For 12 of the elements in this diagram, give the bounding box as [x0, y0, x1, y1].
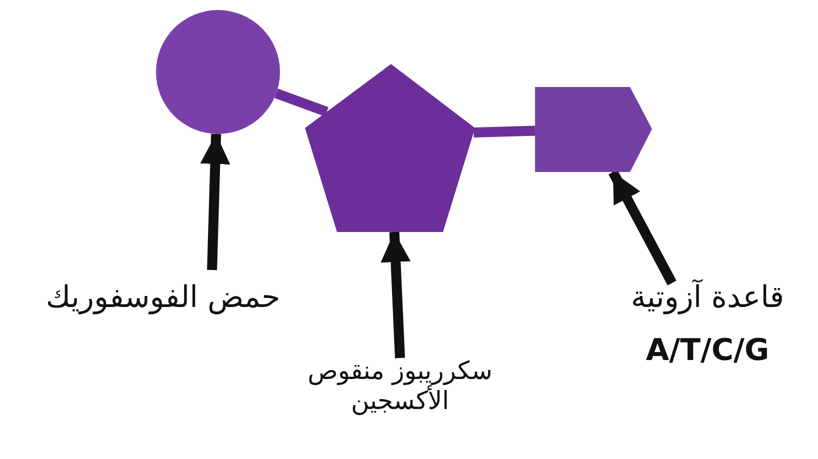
label-text: حمض الفوسفوريك: [8, 280, 318, 315]
circle-shape: [156, 10, 280, 134]
base-letters: A/T/C/G: [644, 333, 770, 368]
pentagon-shape: [305, 64, 475, 232]
label-text: سكرريبوز منقوص الأكسجين: [250, 356, 550, 416]
connector-line: [274, 88, 328, 116]
pentagon-shape: [535, 87, 652, 172]
arrow: [380, 232, 411, 358]
connector-line: [473, 126, 536, 138]
arrow: [608, 170, 676, 286]
arrow: [200, 134, 230, 270]
label-text: قاعدة آزوتية: [630, 280, 786, 315]
